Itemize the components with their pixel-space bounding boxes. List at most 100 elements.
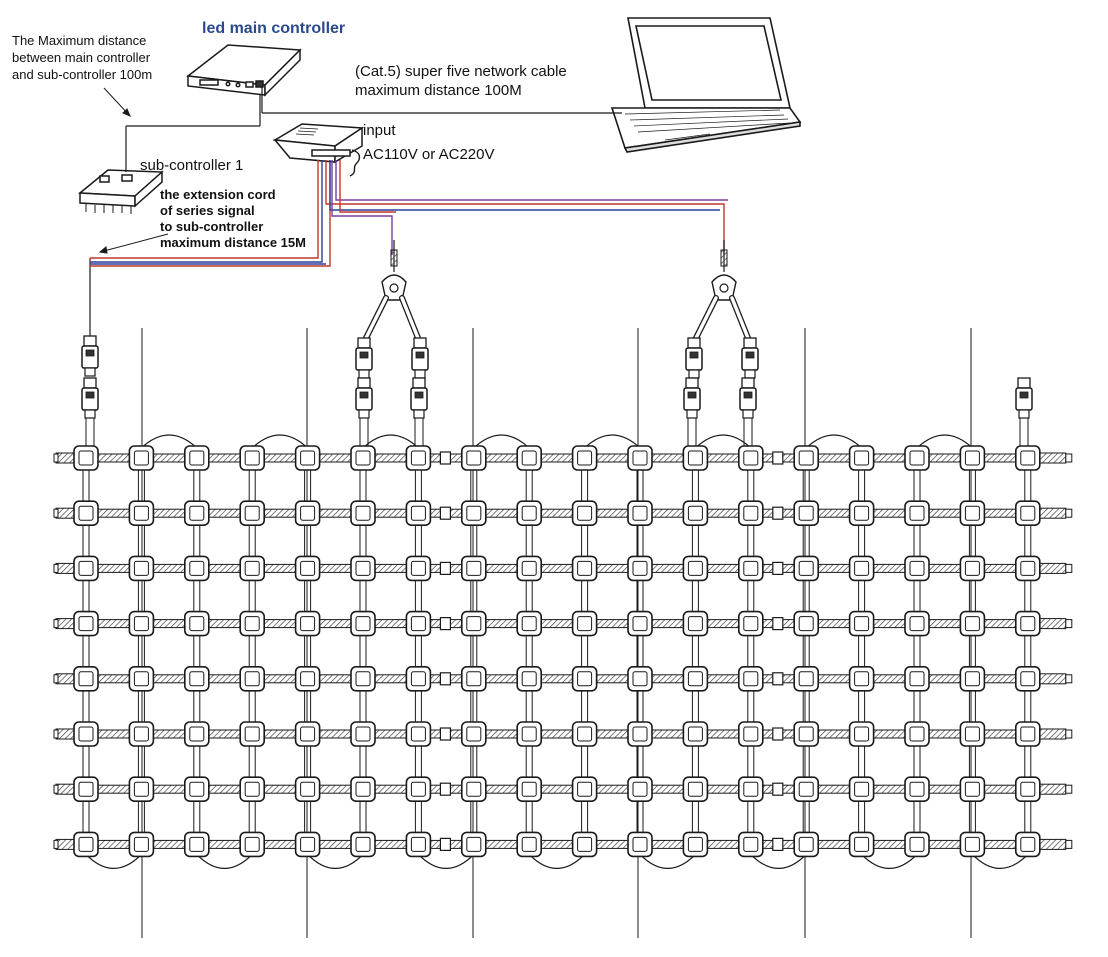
led-module-lens <box>964 616 980 632</box>
row-cable-segment <box>983 619 1017 629</box>
row-cable-segment <box>97 508 130 518</box>
row-cable-segment <box>540 839 574 849</box>
extension-cord-line-3: to sub-controller <box>160 219 263 234</box>
led-module-lens <box>743 505 759 521</box>
inline-connector <box>772 837 784 852</box>
extension-cord-line-4: maximum distance 15M <box>160 235 306 250</box>
row-cable-segment <box>97 784 130 794</box>
led-module-lens <box>466 726 482 742</box>
row-cable-segment <box>152 619 186 629</box>
row-cable-segment <box>319 508 352 518</box>
row-end-plug <box>53 619 59 629</box>
led-module-lens <box>189 616 205 632</box>
led-module-lens <box>854 616 870 632</box>
led-module-lens <box>410 781 426 797</box>
led-module-lens <box>300 616 316 632</box>
led-module-lens <box>244 781 260 797</box>
led-module-lens <box>355 781 371 797</box>
led-module-lens <box>300 450 316 466</box>
row-cable-segment <box>817 563 851 573</box>
sub-controller-device <box>78 169 164 214</box>
row-cable-segment <box>319 674 352 684</box>
network-cable-label-line-2: maximum distance 100M <box>355 82 522 99</box>
top-loop-cable <box>805 434 863 449</box>
led-module-lens <box>300 560 316 576</box>
row-end-plug <box>53 839 59 849</box>
row-end-plug <box>53 563 59 573</box>
led-module-lens <box>687 450 703 466</box>
row-cable-segment <box>263 674 297 684</box>
row-end-plug <box>1065 784 1073 794</box>
row-cable-segment <box>873 619 906 629</box>
row-cable-segment <box>485 839 518 849</box>
row-cable-segment <box>706 619 740 629</box>
led-module-lens <box>854 560 870 576</box>
bottom-loop-cable <box>528 853 586 869</box>
led-module-lens <box>909 560 925 576</box>
led-module-lens <box>466 450 482 466</box>
row-cable-segment <box>263 839 297 849</box>
row-cable-segment <box>152 563 186 573</box>
row-cable-segment <box>873 839 906 849</box>
led-module-lens <box>78 560 94 576</box>
row-cable-segment <box>873 784 906 794</box>
led-module-lens <box>743 781 759 797</box>
row-cable-segment <box>374 784 407 794</box>
led-module-lens <box>1020 781 1036 797</box>
input-label: input <box>363 122 396 139</box>
row-end-cap <box>1039 783 1067 795</box>
row-cable-segment <box>873 729 906 739</box>
row-end-cap <box>1039 618 1067 630</box>
plug-connector <box>739 377 757 419</box>
row-cable-segment <box>873 453 906 463</box>
row-end-plug <box>1065 619 1073 629</box>
inline-connector <box>439 616 451 631</box>
row-cable-segment <box>706 563 740 573</box>
y-splitter <box>685 240 759 379</box>
extension-wires <box>89 160 728 267</box>
led-module-lens <box>854 450 870 466</box>
led-module-lens <box>1020 450 1036 466</box>
led-module-lens <box>687 616 703 632</box>
power-supply-device <box>272 123 365 177</box>
main-controller-device <box>186 44 302 97</box>
led-module-lens <box>521 505 537 521</box>
led-module-lens <box>521 560 537 576</box>
row-cable-segment <box>651 453 684 463</box>
plug-connector <box>410 377 428 419</box>
plug-connector <box>81 377 99 419</box>
row-cable-segment <box>706 508 740 518</box>
led-module-lens <box>133 450 149 466</box>
led-module-lens <box>577 450 593 466</box>
row-cable-segment <box>651 674 684 684</box>
row-cable-segment <box>263 508 297 518</box>
row-cable-segment <box>485 453 518 463</box>
led-module-lens <box>244 726 260 742</box>
network-cable-label-line-1: (Cat.5) super five network cable <box>355 63 567 80</box>
inline-connector <box>439 837 451 852</box>
led-module-lens <box>466 781 482 797</box>
row-cable-segment <box>928 453 961 463</box>
max-distance-note-line-3: and sub-controller 100m <box>12 67 152 82</box>
row-cable-segment <box>208 839 241 849</box>
bottom-loop-cable <box>307 853 364 869</box>
led-module-lens <box>964 726 980 742</box>
bottom-loop-cable <box>196 853 253 869</box>
row-end-cap <box>1039 452 1067 464</box>
row-end-plug <box>53 674 59 684</box>
led-module-lens <box>300 781 316 797</box>
led-module-lens <box>78 781 94 797</box>
row-end-plug <box>1065 508 1073 518</box>
led-module-lens <box>244 836 260 852</box>
row-end-plug <box>1065 453 1073 463</box>
led-module-lens <box>521 450 537 466</box>
led-module-lens <box>743 671 759 687</box>
led-module-lens <box>133 671 149 687</box>
row-cable-segment <box>374 674 407 684</box>
led-module-lens <box>1020 505 1036 521</box>
row-cable-segment <box>208 674 241 684</box>
led-module-lens <box>466 560 482 576</box>
row-cable-segment <box>651 619 684 629</box>
row-cable-segment <box>152 674 186 684</box>
inline-connector <box>772 561 784 576</box>
